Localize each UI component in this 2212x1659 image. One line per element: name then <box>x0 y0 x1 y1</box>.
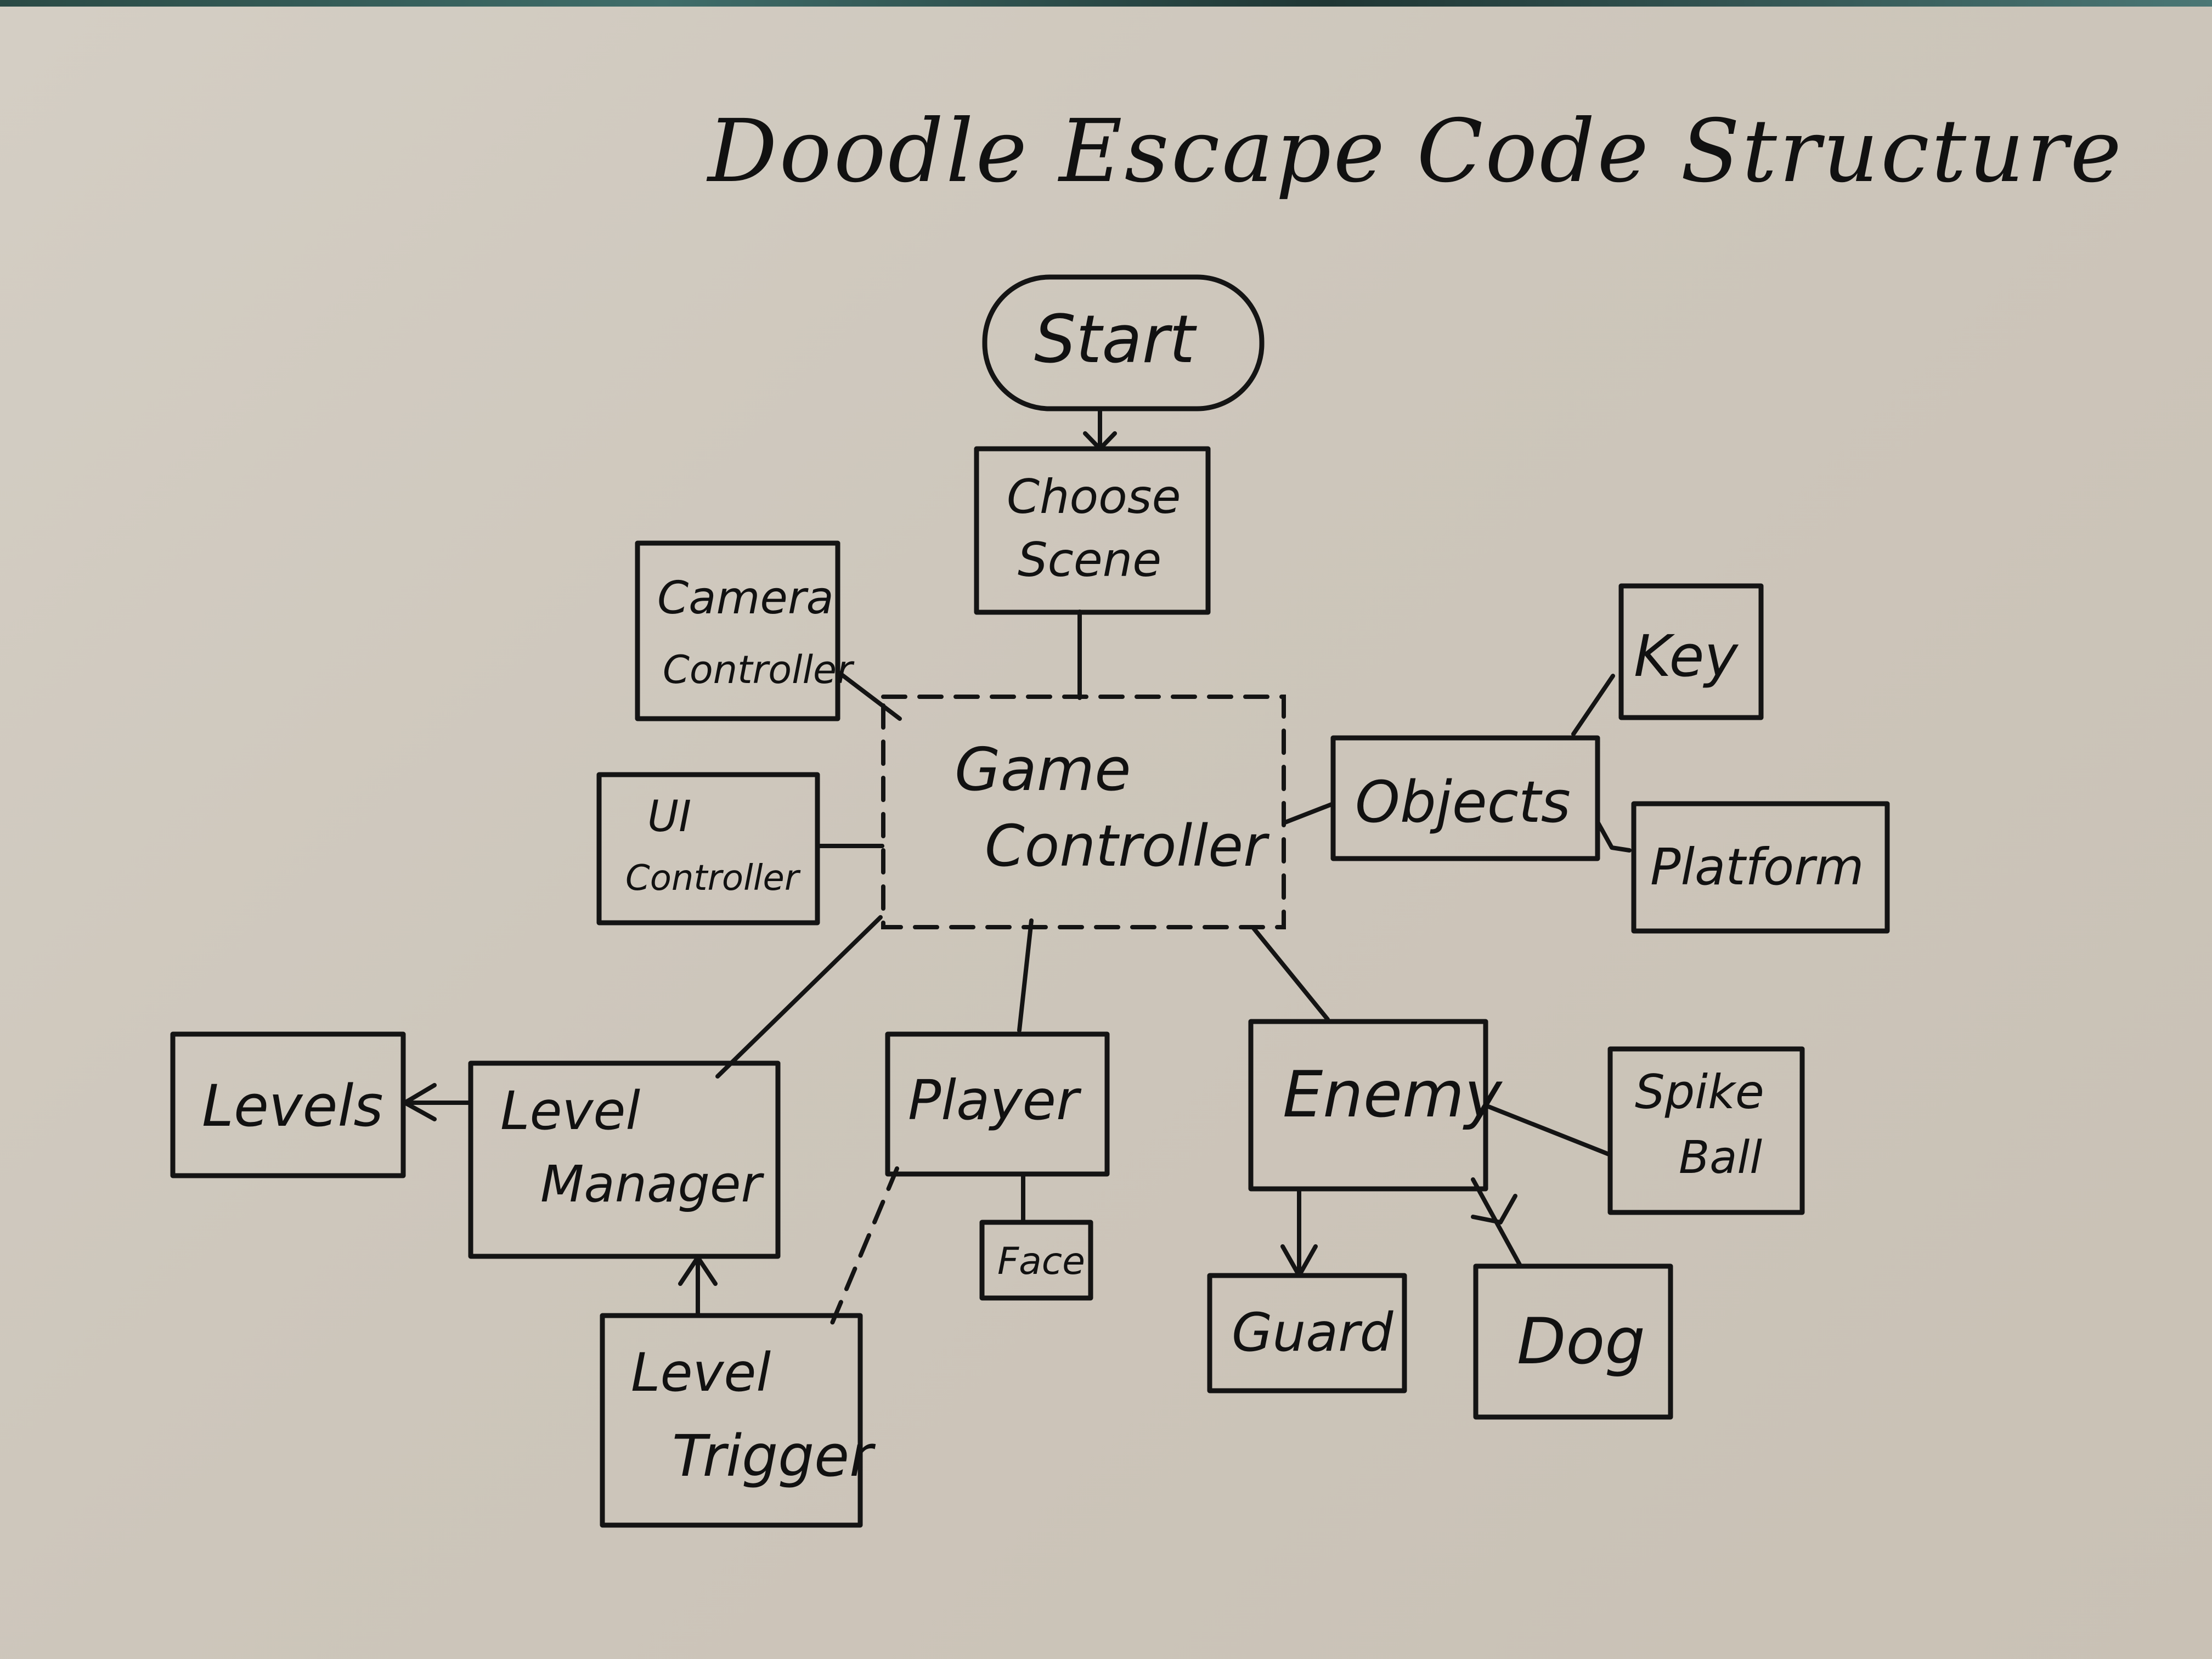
node-enemy-box <box>1248 1019 1488 1192</box>
node-enemy: Enemy <box>1248 1019 1503 1192</box>
node-camera-controller: Camera Controller <box>635 540 855 721</box>
node-ui-controller-line1: UI <box>647 792 691 842</box>
node-spike-ball-line1: Spike <box>1635 1065 1764 1120</box>
node-guard-box <box>1207 1273 1407 1393</box>
edge-objects-to-platform <box>1595 820 1632 853</box>
background-edge <box>0 0 2212 7</box>
edge-objects-to-key <box>1571 674 1615 736</box>
node-levels-label: Levels <box>202 1073 383 1139</box>
node-dog-label: Dog <box>1517 1305 1645 1379</box>
node-key-label: Key <box>1634 623 1739 690</box>
node-face-box <box>979 1220 1093 1301</box>
node-start-shape <box>982 274 1265 411</box>
node-level-manager-line1: Level <box>500 1080 640 1142</box>
edge-camera-to-game-controller <box>836 670 902 721</box>
node-guard: Guard <box>1207 1273 1407 1393</box>
node-spike-ball-line2: Ball <box>1679 1132 1762 1184</box>
edge-enemy-to-spike-ball <box>1483 1103 1612 1157</box>
node-level-trigger-line2: Trigger <box>672 1423 876 1489</box>
node-enemy-label: Enemy <box>1283 1058 1503 1132</box>
edge-game-controller-to-objects <box>1282 802 1335 825</box>
node-choose-scene-line1: Choose <box>1007 470 1181 524</box>
node-platform-box <box>1631 801 1890 934</box>
node-platform: Platform <box>1631 801 1890 934</box>
node-game-controller-line1: Game <box>955 736 1131 804</box>
node-face-label: Face <box>997 1240 1085 1283</box>
node-platform-label: Platform <box>1650 838 1864 896</box>
node-start: Start <box>982 274 1265 411</box>
node-player-label: Player <box>908 1068 1082 1132</box>
node-ui-controller: UI Controller <box>596 772 820 926</box>
node-levels-box <box>170 1031 406 1178</box>
node-level-trigger-line1: Level <box>631 1342 771 1403</box>
node-objects-label: Objects <box>1355 769 1571 836</box>
node-spike-ball: Spike Ball <box>1607 1046 1805 1215</box>
node-game-controller-box <box>881 695 1286 929</box>
node-key-box <box>1618 583 1764 720</box>
node-dog-box <box>1473 1263 1673 1420</box>
node-camera-controller-line2: Controller <box>663 647 855 692</box>
node-levels: Levels <box>170 1031 406 1178</box>
node-level-trigger-box <box>600 1313 863 1528</box>
node-face: Face <box>979 1220 1093 1301</box>
edge-game-controller-to-player <box>1017 918 1034 1032</box>
node-key: Key <box>1618 583 1764 720</box>
node-spike-ball-box <box>1607 1046 1805 1215</box>
node-player: Player <box>885 1031 1110 1177</box>
node-guard-label: Guard <box>1232 1302 1394 1363</box>
node-dog: Dog <box>1473 1263 1673 1420</box>
arrowhead-enemy-to-dog <box>1471 1194 1517 1224</box>
node-choose-scene-box <box>974 446 1211 615</box>
node-ui-controller-line2: Controller <box>625 858 801 899</box>
node-objects-box <box>1330 735 1600 861</box>
node-camera-controller-box <box>635 540 840 721</box>
node-player-box <box>885 1031 1110 1177</box>
node-level-manager-box <box>468 1060 781 1259</box>
node-level-manager-line2: Manager <box>540 1155 764 1214</box>
edge-game-controller-to-level-manager <box>715 915 883 1079</box>
node-game-controller: Game Controller <box>881 695 1286 929</box>
node-objects: Objects <box>1330 735 1600 861</box>
node-level-manager: Level Manager <box>468 1060 781 1259</box>
diagram-title: Doodle Escape Code Structure <box>706 101 2124 202</box>
node-ui-controller-box <box>596 772 820 926</box>
node-choose-scene-line2: Scene <box>1018 533 1161 588</box>
node-level-trigger: Level Trigger <box>600 1313 876 1528</box>
node-start-label: Start <box>1034 302 1197 378</box>
node-choose-scene: Choose Scene <box>974 446 1211 615</box>
edge-player-to-level-trigger-dashed <box>826 1166 899 1334</box>
node-camera-controller-line1: Camera <box>657 572 834 624</box>
edge-game-controller-to-enemy <box>1251 926 1330 1022</box>
node-game-controller-line2: Controller <box>985 812 1270 879</box>
